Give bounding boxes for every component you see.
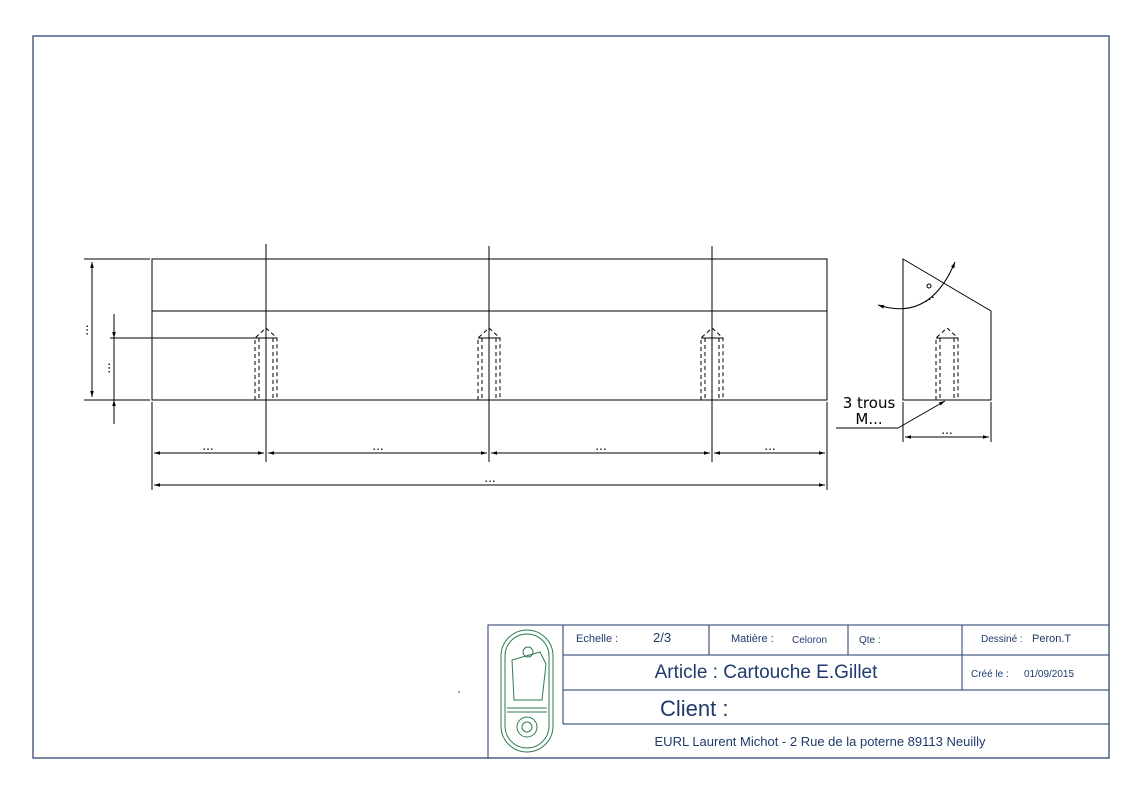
dessine-label: Dessiné : — [981, 634, 1023, 645]
stray-dot — [458, 691, 460, 693]
threaded-hole-2 — [477, 327, 501, 400]
client-label: Client : — [660, 696, 728, 721]
hole-callout-line1: 3 trous — [843, 394, 896, 412]
dim-chain-1-label: ... — [202, 439, 213, 453]
company-logo — [500, 629, 554, 753]
hole-callout-leader — [897, 400, 946, 429]
qte-label: Qte : — [859, 635, 881, 646]
side-view: ... ... 3 trous M... — [836, 258, 992, 442]
cree-value: 01/09/2015 — [1024, 669, 1074, 680]
dim-overall-length-label: ... — [484, 471, 495, 485]
front-view: ... ... ... ... ... ... ... — [77, 244, 828, 490]
dim-hole-depth-label: ... — [99, 362, 113, 373]
dessine-value: Peron.T — [1032, 633, 1071, 645]
sheet-frame — [32, 35, 1110, 759]
dim-angle-arc — [877, 261, 956, 310]
dim-chain-2-label: ... — [372, 439, 383, 453]
title-block: Echelle : 2/3 Matière : Celoron Qte : De… — [487, 624, 1110, 759]
cree-label: Créé le : — [971, 669, 1009, 680]
matiere-label: Matière : — [731, 633, 774, 645]
dim-side-width-label: ... — [941, 423, 952, 437]
dim-angle-label: ... — [920, 288, 937, 306]
article-title: Article : Cartouche E.Gillet — [655, 662, 879, 683]
dim-total-height-label: ... — [77, 324, 91, 335]
echelle-label: Echelle : — [576, 633, 618, 645]
echelle-value: 2/3 — [653, 630, 671, 645]
dim-chain-4-label: ... — [764, 439, 775, 453]
side-view-outline — [902, 258, 992, 401]
threaded-hole-3 — [700, 327, 724, 400]
dim-chain-3-label: ... — [595, 439, 606, 453]
footer-address: EURL Laurent Michot - 2 Rue de la potern… — [655, 734, 986, 749]
hole-callout-line2: M... — [855, 410, 882, 428]
threaded-hole-1 — [254, 327, 278, 400]
matiere-value: Celoron — [792, 635, 827, 646]
